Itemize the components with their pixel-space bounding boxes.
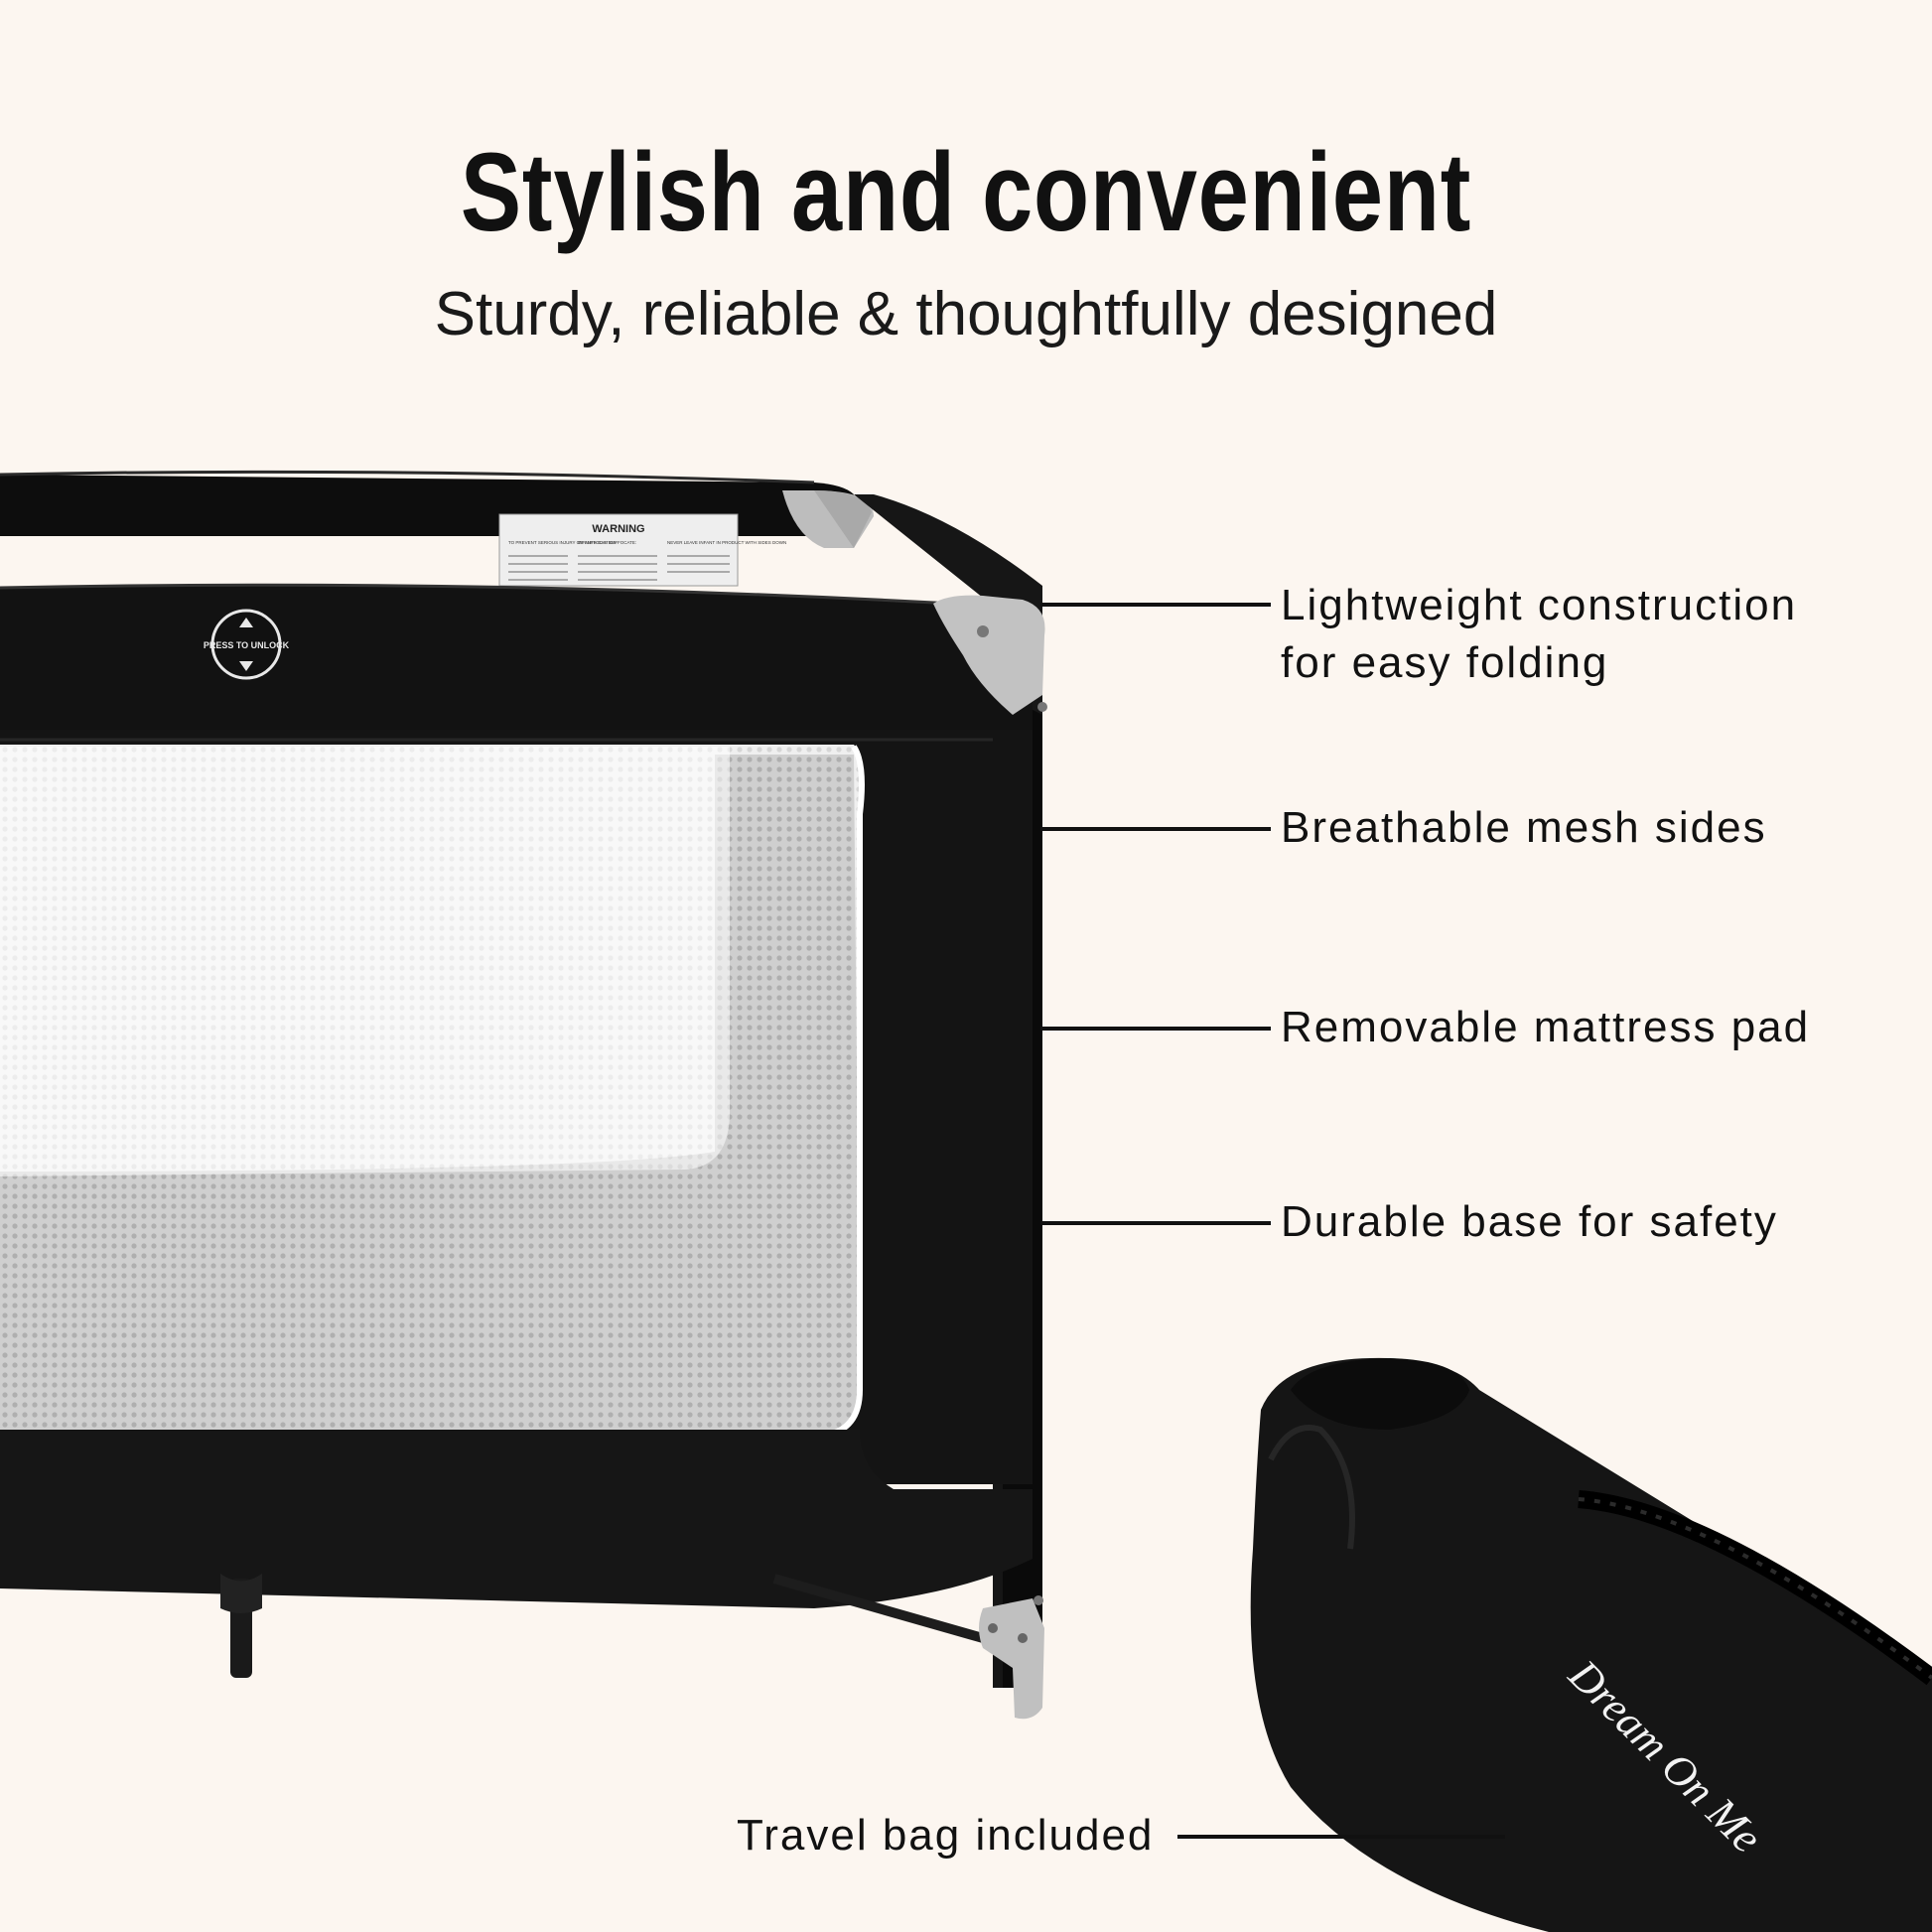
corner-cap-front xyxy=(933,595,1047,715)
callout-construction-line2: for easy folding xyxy=(1281,638,1609,687)
press-to-unlock-badge: PRESS TO UNLOCK xyxy=(204,609,290,680)
warning-label-col1: TO PREVENT SERIOUS INJURY OR SUFFOCATION xyxy=(508,540,617,545)
page-subtitle: Sturdy, reliable & thoughtfully designed xyxy=(434,280,1498,348)
callout-mesh: Breathable mesh sides xyxy=(1281,803,1767,852)
callout-line-base xyxy=(1040,1221,1271,1225)
callout-line-travel-bag xyxy=(1177,1835,1505,1839)
playard-base xyxy=(0,1430,1044,1720)
press-to-unlock-text: PRESS TO UNLOCK xyxy=(204,640,290,650)
travel-bag: Dream On Me xyxy=(1250,1357,1932,1932)
callout-line-mesh xyxy=(1040,827,1271,831)
playard-front-rail xyxy=(0,583,1033,755)
warning-label-col2: INFANTS CAN SUFFOCATE: xyxy=(578,540,636,545)
callout-construction: Lightweight construction for easy foldin… xyxy=(1281,577,1797,692)
callout-base: Durable base for safety xyxy=(1281,1197,1778,1246)
mesh-window xyxy=(0,745,865,1445)
callout-construction-line1: Lightweight construction xyxy=(1281,581,1798,629)
warning-label-col3: NEVER LEAVE INFANT IN PRODUCT WITH SIDES… xyxy=(667,540,786,545)
corner-cap-back xyxy=(782,490,874,548)
callout-line-construction xyxy=(1040,603,1271,607)
page-title: Stylish and convenient xyxy=(460,130,1472,254)
callout-mattress: Removable mattress pad xyxy=(1281,1003,1811,1051)
callout-line-mattress xyxy=(1040,1027,1271,1031)
warning-label-heading: WARNING xyxy=(592,523,644,535)
warning-label: WARNING TO PREVENT SERIOUS INJURY OR SUF… xyxy=(498,513,786,587)
callout-travel-bag: Travel bag included xyxy=(737,1811,1155,1860)
